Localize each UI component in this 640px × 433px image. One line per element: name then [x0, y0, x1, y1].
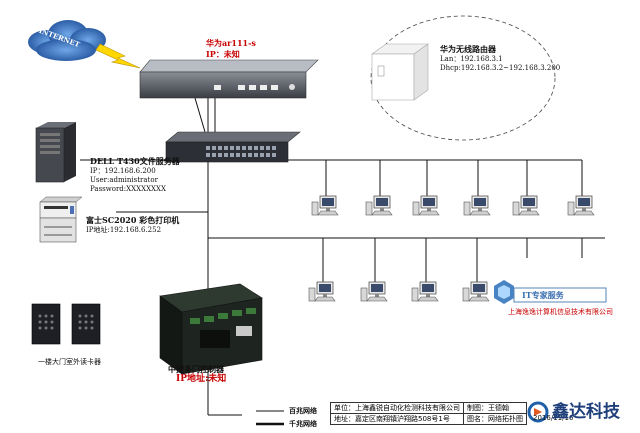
server-ip: IP：192.168.6.200: [90, 167, 156, 175]
wireless-range-circle: [370, 15, 556, 141]
server-model: DELL T430文件服务器: [90, 156, 180, 166]
printer-model: 富士SC2020 彩色打印机: [86, 215, 180, 225]
printer-ip: IP地址:192.168.6.252: [86, 226, 162, 234]
brand-logo-icon: [527, 401, 549, 423]
gateway-ip: IP：未知: [206, 49, 240, 59]
server-password: Password:XXXXXXXX: [90, 185, 167, 193]
internet-cloud-icon: [28, 20, 106, 61]
file-server-icon: [35, 122, 76, 183]
wireless-router-name: 华为无线路由器: [440, 44, 496, 54]
wireless-router-icon: [371, 43, 429, 101]
legend-gigabit: 千兆网络: [289, 419, 317, 428]
network-links: [80, 97, 605, 416]
title-block-drawing: 图名：网络拓扑图: [463, 413, 527, 425]
wireless-router-dhcp: Dhcp:192.168.3.2~192.168.3.200: [440, 64, 561, 72]
title-block-table: 单位：上海鑫锐自动化检测科技有限公司 制图：王德翰 地址：嘉定区南翔镇沪翔路50…: [330, 402, 527, 425]
it-expert-logo-watermark: [494, 280, 607, 304]
brand-name: 鑫达科技: [552, 402, 620, 422]
pc-icons-row-1: [311, 195, 595, 216]
title-block-date: 2016/11/16: [533, 414, 574, 422]
watermark-company: 上海逸逸计算机信息技术有限公司: [508, 308, 613, 316]
card-reader-label: 一楼大门室外读卡器: [38, 358, 101, 366]
title-block-drawer: 制图：王德翰: [463, 402, 527, 414]
gateway-name: 华为ar111-s: [206, 38, 256, 48]
access-controller-board-icon: [159, 283, 263, 375]
color-printer-icon: [39, 196, 83, 243]
pc-row-2-links: [322, 238, 583, 282]
title-block-unit: 单位：上海鑫锐自动化检测科技有限公司: [330, 402, 464, 414]
core-switch-icon: [165, 131, 301, 163]
wireless-router-lan: Lan：192.168.3.1: [440, 55, 503, 63]
watermark-badge: IT专家服务: [522, 290, 564, 300]
card-reader-icon-2: [71, 303, 101, 345]
legend-hundred: 百兆网络: [289, 406, 317, 415]
access-controller-name: 中控多门控制器: [168, 364, 224, 374]
server-user: User:administrator: [90, 176, 158, 184]
access-controller-ip: IP地址:未知: [176, 374, 227, 384]
pc-row-1-links: [285, 159, 583, 196]
gateway-router-icon: [139, 59, 319, 99]
title-block-address: 地址：嘉定区南翔镇沪翔路508号1号: [330, 413, 464, 425]
card-reader-icon-1: [31, 303, 61, 345]
lightning-bolt-icon: [95, 43, 141, 69]
legend-lines: [256, 410, 284, 426]
pc-icons-row-2: [308, 281, 490, 302]
